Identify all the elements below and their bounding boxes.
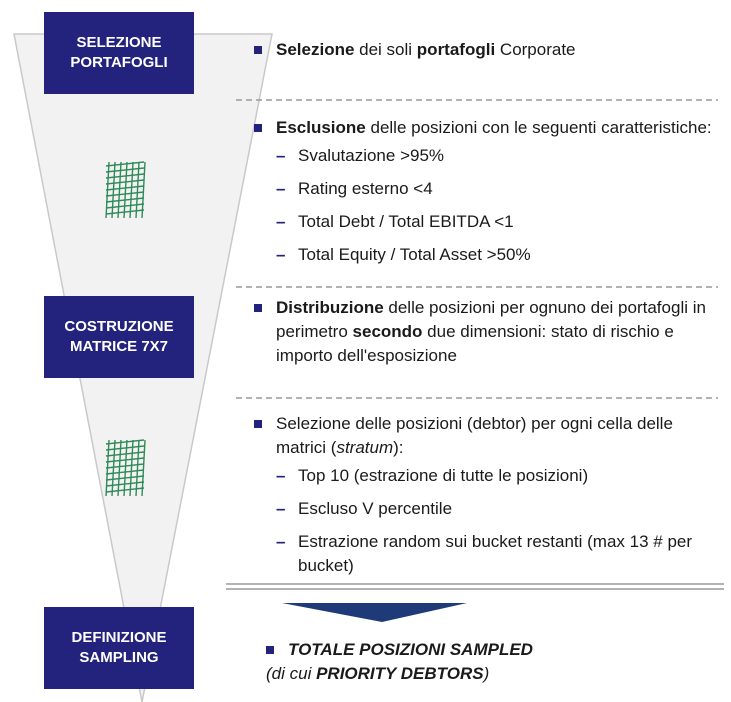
step1-bold1: Selezione <box>276 40 355 59</box>
list-item-text: Total Equity / Total Asset >50% <box>298 245 531 264</box>
step2-text1: delle posizioni con le seguenti caratter… <box>365 118 712 137</box>
step1-bold2: portafogli <box>416 40 496 59</box>
list-item-text: Estrazione random sui bucket restanti (m… <box>298 532 693 575</box>
dash-icon: – <box>276 179 286 198</box>
list-item: –Total Equity / Total Asset >50% <box>276 243 714 267</box>
grid-matrix-icon <box>105 161 146 219</box>
bullet-square-icon <box>266 646 274 654</box>
dash-icon: – <box>276 212 286 231</box>
step1-text1: dei soli <box>354 40 417 59</box>
bullet-square-icon <box>254 124 262 132</box>
step3-text2: due dimensioni: stato di rischio e impor… <box>276 322 674 365</box>
step1-text2: Corporate <box>495 40 576 59</box>
stage-label-line1: DEFINIZIONE <box>71 629 167 646</box>
step-bullet: Distribuzione delle posizioni per ognuno… <box>254 296 714 368</box>
final-line1: TOTALE POSIZIONI SAMPLED <box>288 640 533 659</box>
dash-icon: – <box>276 499 286 518</box>
step-esclusione: Esclusione delle posizioni con le seguen… <box>254 116 714 276</box>
list-item-text: Total Debt / Total EBITDA <1 <box>298 212 514 231</box>
stage-label-line2: SAMPLING <box>79 649 159 666</box>
list-item-text: Rating esterno <4 <box>298 179 433 198</box>
final-line2-prefix: (di cui <box>266 664 317 683</box>
step3-bold1: Distribuzione <box>276 298 384 317</box>
list-item-text: Top 10 (estrazione di tutte le posizioni… <box>298 466 589 485</box>
stage-label-line2: PORTAFOGLI <box>70 54 168 71</box>
bullet-square-icon <box>254 420 262 428</box>
list-item: –Escluso V percentile <box>276 497 714 521</box>
step-selezione-posizioni: Selezione delle posizioni (debtor) per o… <box>254 412 714 587</box>
selection-rules-list: –Top 10 (estrazione di tutte le posizion… <box>276 464 714 578</box>
arrow-down-icon <box>282 603 467 622</box>
dash-icon: – <box>276 245 286 264</box>
dash-icon: – <box>276 466 286 485</box>
list-item: –Top 10 (estrazione di tutte le posizion… <box>276 464 714 488</box>
step4-text1: Selezione delle posizioni (debtor) per o… <box>276 414 673 457</box>
stage-box-selezione-portafogli: SELEZIONE PORTAFOGLI <box>44 12 194 94</box>
stage-label-line1: SELEZIONE <box>76 34 162 51</box>
list-item: –Svalutazione >95% <box>276 144 714 168</box>
grid-matrix-icon <box>105 439 146 497</box>
bullet-square-icon <box>254 46 262 54</box>
bullet-square-icon <box>254 304 262 312</box>
final-line2-bold: PRIORITY DEBTORS <box>316 664 484 683</box>
step-bullet: Selezione dei soli portafogli Corporate <box>254 38 714 62</box>
stage-box-definizione-sampling: DEFINIZIONE SAMPLING <box>44 607 194 689</box>
step-distribuzione: Distribuzione delle posizioni per ognuno… <box>254 296 714 368</box>
step3-text1: delle posizioni per ognuno dei portafogl… <box>276 298 706 341</box>
list-item-text: Escluso V percentile <box>298 499 453 518</box>
dash-icon: – <box>276 532 286 551</box>
stage-box-costruzione-matrice: COSTRUZIONE MATRICE 7X7 <box>44 296 194 378</box>
dash-icon: – <box>276 146 286 165</box>
list-item: –Rating esterno <4 <box>276 177 714 201</box>
step4-text2: ): <box>393 438 404 457</box>
step-bullet: Esclusione delle posizioni con le seguen… <box>254 116 714 140</box>
stage-label-line1: COSTRUZIONE <box>64 318 174 335</box>
final-line2-suffix: ) <box>483 664 490 683</box>
step4-italic1: stratum <box>336 438 394 457</box>
stage-label-line2: MATRICE 7X7 <box>69 338 169 355</box>
step-bullet: TOTALE POSIZIONI SAMPLED <box>266 638 706 662</box>
step2-bold1: Esclusione <box>276 118 366 137</box>
list-item: –Total Debt / Total EBITDA <1 <box>276 210 714 234</box>
final-line2: (di cui PRIORITY DEBTORS) <box>266 662 706 686</box>
step-selezione: Selezione dei soli portafogli Corporate <box>254 38 714 62</box>
step3-bold2: secondo <box>352 322 423 341</box>
list-item: –Estrazione random sui bucket restanti (… <box>276 530 714 578</box>
final-summary: TOTALE POSIZIONI SAMPLED (di cui PRIORIT… <box>266 638 706 686</box>
step-bullet: Selezione delle posizioni (debtor) per o… <box>254 412 714 460</box>
list-item-text: Svalutazione >95% <box>298 146 445 165</box>
exclusion-criteria-list: –Svalutazione >95% –Rating esterno <4 –T… <box>276 144 714 267</box>
